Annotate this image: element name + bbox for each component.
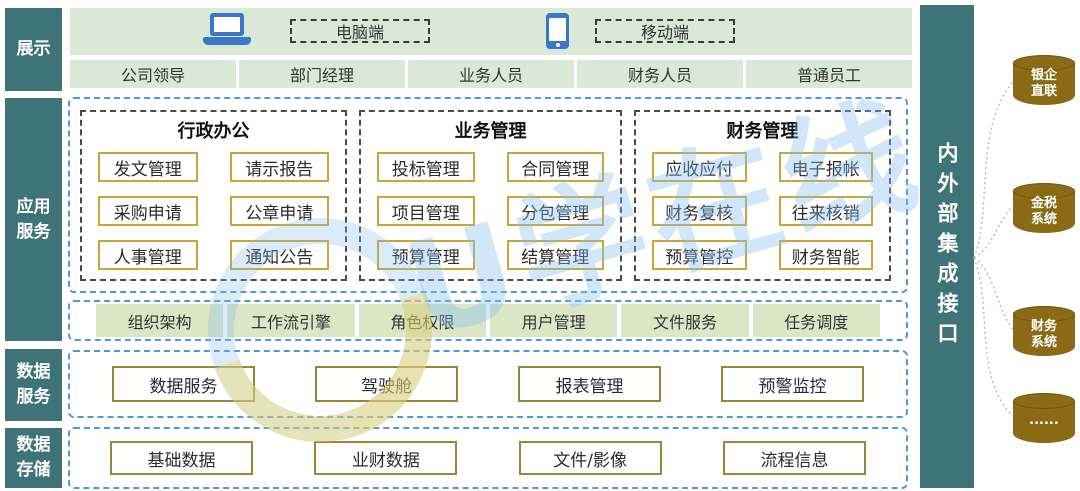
mobile-client-label: 移动端 [640,23,689,42]
data-storage-item: 流程信息 [722,441,866,475]
data-storage-item: 业财数据 [314,441,458,475]
app-item: 采购申请 [98,196,198,226]
system-others: ...... [1013,393,1075,445]
database-icon [1013,55,1075,71]
app-services-container: 行政办公 发文管理 请示报告 采购申请 公章申请 人事管理 通知公告 业务管理 … [68,97,908,293]
platform-services-strip: 组织架构 工作流引擎 角色权限 用户管理 文件服务 任务调度 [68,300,908,341]
role-company-leader: 公司领导 [70,60,236,88]
layer-label-app-services: 应用服务 [5,98,62,341]
data-service-item: 驾驶舱 [315,366,458,402]
app-item: 投标管理 [377,152,475,182]
app-item: 往来核销 [778,196,873,226]
platform-service: 文件服务 [621,304,749,337]
app-item: 电子报帐 [778,152,873,182]
app-item: 结算管理 [506,240,604,270]
data-service-item: 数据服务 [112,366,255,402]
app-item: 财务复核 [652,196,747,226]
platform-service: 组织架构 [96,304,224,337]
layer-label-data-services: 数据服务 [5,349,62,421]
app-item: 通知公告 [229,240,329,270]
data-service-item: 预警监控 [721,366,864,402]
database-icon [1013,306,1075,322]
app-item: 财务智能 [778,240,873,270]
app-item: 人事管理 [98,240,198,270]
pc-client-label: 电脑端 [335,23,384,42]
group-title: 财务管理 [726,121,799,142]
app-item: 项目管理 [377,196,475,226]
app-item: 公章申请 [229,196,329,226]
system-bank-direct-link: 银企 直联 [1013,55,1075,107]
data-storage-row: 基础数据 业财数据 文件/影像 流程信息 [68,427,908,489]
app-item: 分包管理 [506,196,604,226]
role-finance-staff: 财务人员 [577,60,743,88]
platform-service: 任务调度 [752,304,880,337]
system-finance: 财务 系统 [1013,306,1075,358]
platform-service: 角色权限 [358,304,486,337]
app-item: 预算管理 [377,240,475,270]
role-dept-manager: 部门经理 [239,60,405,88]
app-item: 应收应付 [652,152,747,182]
app-item: 合同管理 [506,152,604,182]
roles-bar: 公司领导 部门经理 业务人员 财务人员 普通员工 [70,60,912,88]
pc-client-box: 电脑端 [290,19,430,43]
platform-service: 用户管理 [489,304,618,337]
app-item: 请示报告 [229,152,329,182]
integration-interface-label: 内外部集成接口 [935,141,959,352]
role-regular-employee: 普通员工 [746,60,912,88]
data-storage-item: 文件/影像 [518,441,662,475]
laptop-icon [203,13,251,49]
group-title: 行政办公 [177,121,250,142]
mobile-client-box: 移动端 [595,19,735,43]
group-title: 业务管理 [454,121,527,142]
database-icon [1013,183,1075,199]
group-finance-mgmt: 财务管理 应收应付 电子报帐 财务复核 往来核销 预算管控 财务智能 [634,110,891,281]
app-item: 发文管理 [98,152,198,182]
layer-label-display: 展示 [5,8,62,91]
platform-service: 工作流引擎 [227,304,355,337]
role-business-staff: 业务人员 [408,60,574,88]
integration-interface-strip: 内外部集成接口 [920,5,974,488]
mobile-phone-icon [546,13,569,49]
data-service-item: 报表管理 [518,366,661,402]
data-services-row: 数据服务 驾驶舱 报表管理 预警监控 [68,350,908,418]
system-golden-tax: 金税 系统 [1013,183,1075,235]
layer-label-data-storage: 数据存储 [5,428,62,488]
device-bar: 电脑端 移动端 [70,8,912,55]
database-icon [1013,393,1075,409]
connector-lines [973,81,1014,417]
data-storage-item: 基础数据 [110,441,253,475]
app-item: 预算管控 [652,240,747,270]
group-business-mgmt: 业务管理 投标管理 合同管理 项目管理 分包管理 预算管理 结算管理 [359,110,622,281]
group-admin-office: 行政办公 发文管理 请示报告 采购申请 公章申请 人事管理 通知公告 [80,110,347,281]
